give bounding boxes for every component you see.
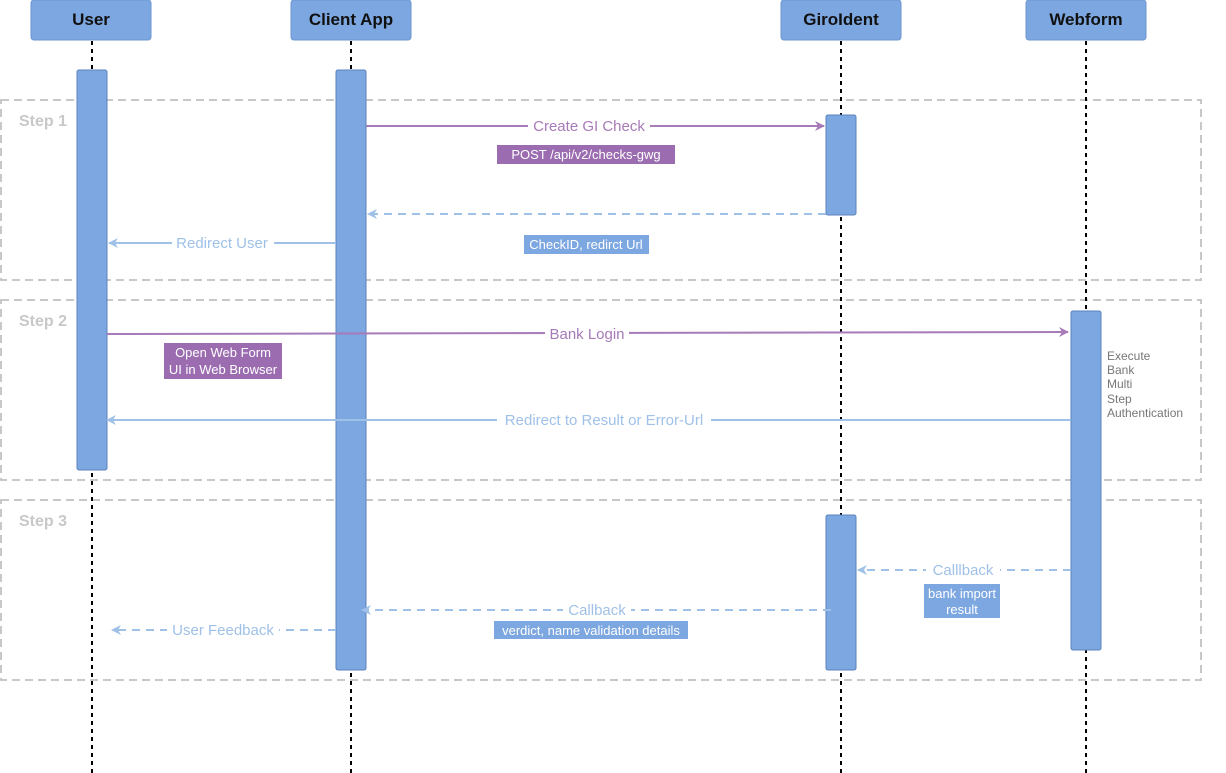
- post-endpoint-text: POST /api/v2/checks-gwg: [511, 147, 660, 162]
- create-check-label: Create GI Check: [533, 118, 645, 135]
- step-1-frame: [0, 99, 1202, 281]
- actor-user-box: [30, 0, 152, 41]
- client-app-activation: [335, 69, 367, 671]
- bank-login-label: Bank Login: [549, 326, 624, 343]
- step-1-label: Step 1: [19, 113, 67, 130]
- giroident-activation-1: [825, 114, 857, 216]
- actor-webform-box: [1025, 0, 1147, 41]
- redirect-user-label: Redirect User: [176, 235, 268, 252]
- actor-giroident-box: [780, 0, 902, 41]
- actor-webform-label: Webform: [1049, 10, 1122, 29]
- bank-import-line-1: bank import: [928, 586, 996, 601]
- callback-webform-label: Calllback: [933, 562, 994, 579]
- redirect-result-label: Redirect to Result or Error-Url: [505, 412, 703, 429]
- verdict-tag: [494, 621, 688, 639]
- step-2-label: Step 2: [19, 313, 67, 330]
- bank-import-line-2: result: [946, 602, 978, 617]
- bank-import-tag: [924, 584, 1000, 618]
- callback-client-label: Callback: [568, 602, 626, 619]
- check-id-tag: [524, 235, 649, 254]
- step-3-label: Step 3: [19, 513, 67, 530]
- check-id-text: CheckID, redirct Url: [529, 237, 643, 252]
- execute-auth-note-3: Multi: [1107, 377, 1132, 391]
- giroident-activation-2: [825, 514, 857, 671]
- execute-auth-note-4: Step: [1107, 392, 1132, 406]
- open-web-form-line-2: UI in Web Browser: [169, 362, 278, 377]
- step-3-frame: [0, 499, 1202, 681]
- step-2-frame: [0, 299, 1202, 481]
- execute-auth-note-1: Execute: [1107, 349, 1151, 363]
- execute-auth-note-2: Bank: [1107, 363, 1135, 377]
- post-endpoint-tag: [497, 145, 675, 164]
- actor-client-app-box: [290, 0, 412, 41]
- actor-client-app-label: Client App: [309, 10, 393, 29]
- webform-activation: [1070, 310, 1102, 651]
- open-web-form-line-1: Open Web Form: [175, 345, 271, 360]
- user-activation: [76, 69, 108, 471]
- open-web-form-tag: [164, 343, 282, 379]
- actor-giroident-label: GiroIdent: [803, 10, 879, 29]
- user-feedback-label: User Feedback: [172, 622, 274, 639]
- verdict-text: verdict, name validation details: [502, 623, 680, 638]
- execute-auth-note-5: Authentication: [1107, 406, 1183, 420]
- actor-user-label: User: [72, 10, 110, 29]
